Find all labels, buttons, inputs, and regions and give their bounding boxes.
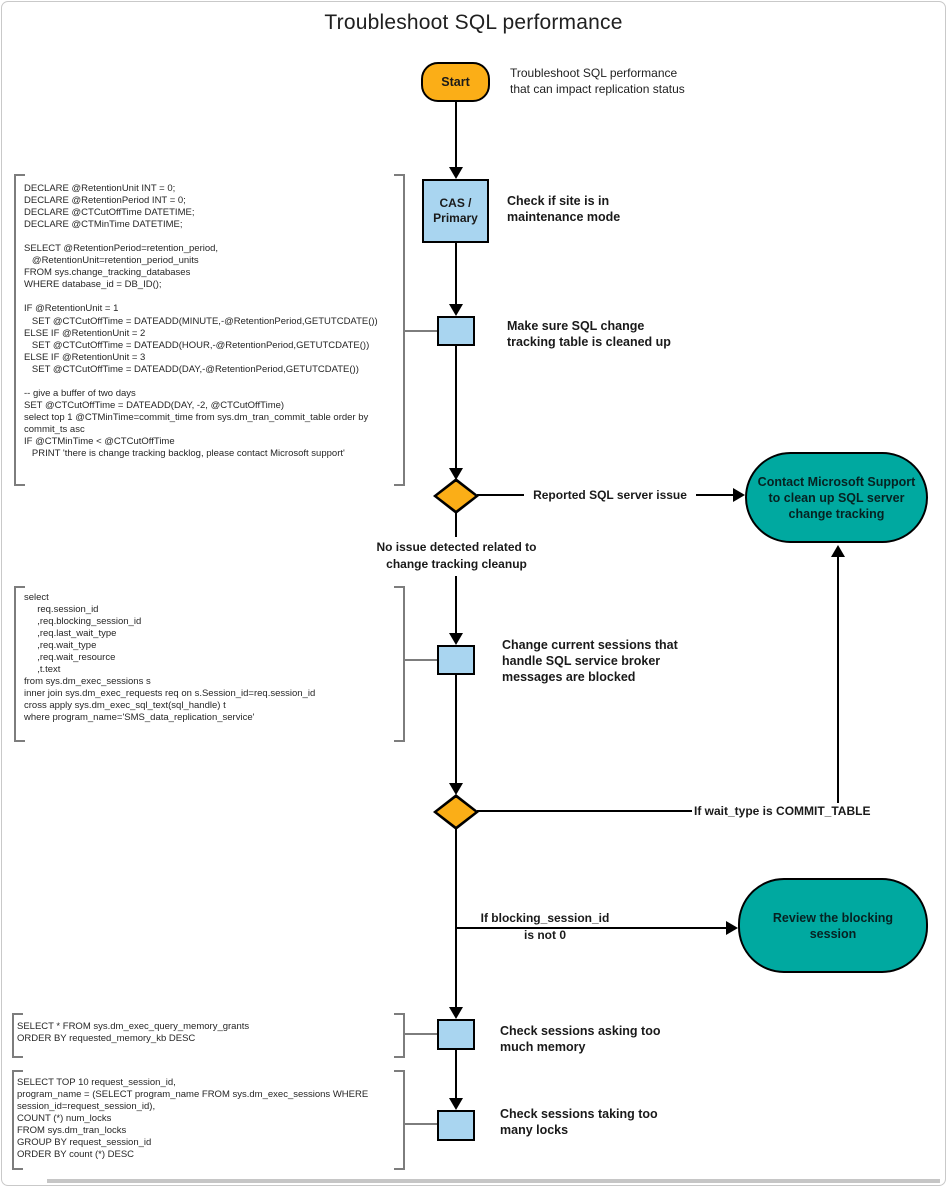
arrowhead-decision2-to-memory — [449, 1007, 463, 1019]
sql-code-memory-grants: SELECT * FROM sys.dm_exec_query_memory_g… — [17, 1021, 250, 1045]
cas-primary-node: CAS / Primary — [422, 179, 489, 243]
start-annotation: Troubleshoot SQL performance that can im… — [510, 66, 685, 96]
locks-task-node — [437, 1110, 475, 1141]
line-blocking-branch — [456, 926, 726, 930]
bracket-right-broker-sessions — [394, 586, 405, 742]
sql-code-change-tracking: DECLARE @RetentionUnit INT = 0; DECLARE … — [24, 183, 378, 460]
contact-support-node: Contact Microsoft Support to clean up SQ… — [745, 452, 928, 543]
connector-lock-counts-code — [405, 1123, 437, 1125]
contact-support-label: Contact Microsoft Support to clean up SQ… — [757, 474, 916, 521]
cleanup-task-node — [437, 316, 475, 346]
line-cleanup-to-decision — [454, 346, 457, 468]
line-start-to-cas — [454, 102, 457, 167]
bracket-right-change-tracking — [394, 174, 405, 486]
arrowhead-reported-issue — [733, 488, 745, 502]
connector-change-tracking-code — [405, 330, 437, 332]
bracket-left-broker-sessions — [14, 586, 25, 742]
connector-broker-sessions-code — [405, 659, 437, 661]
arrowhead-noissue-to-broker — [449, 633, 463, 645]
arrowhead-blocking-branch — [726, 921, 738, 935]
sql-code-broker-sessions: select req.session_id ,req.blocking_sess… — [24, 592, 316, 724]
arrowhead-cleanup-to-decision — [449, 468, 463, 480]
decision-diamond-cleanup — [433, 478, 479, 514]
broker-sessions-annotation: Change current sessions that handle SQL … — [502, 638, 678, 684]
connector-memory-grants-code — [405, 1033, 437, 1035]
bracket-right-memory-grants — [394, 1013, 405, 1058]
line-decision2-to-memory — [454, 828, 457, 1007]
bracket-right-lock-counts — [394, 1070, 405, 1170]
locks-annotation: Check sessions taking too many locks — [500, 1107, 658, 1137]
bracket-left-change-tracking — [14, 174, 25, 486]
arrowhead-memory-to-locks — [449, 1098, 463, 1110]
start-node: Start — [421, 62, 490, 102]
arrowhead-wait-type-up — [831, 545, 845, 557]
memory-task-node — [437, 1019, 475, 1050]
memory-annotation: Check sessions asking too much memory — [500, 1024, 661, 1054]
arrowhead-start-to-cas — [449, 167, 463, 179]
edge-label-no-issue: No issue detected related to change trac… — [346, 539, 567, 572]
bracket-left-lock-counts — [12, 1070, 23, 1170]
edge-label-blocking-session: If blocking_session_id is not 0 — [480, 911, 610, 942]
line-noissue-to-broker — [454, 576, 457, 633]
cleanup-annotation: Make sure SQL change tracking table is c… — [507, 319, 671, 349]
bracket-left-memory-grants — [12, 1013, 23, 1058]
line-broker-to-decision2 — [454, 675, 457, 783]
arrowhead-broker-to-decision2 — [449, 783, 463, 795]
cas-primary-label: CAS / Primary — [433, 196, 478, 225]
review-blocking-label: Review the blocking session — [772, 910, 894, 941]
arrowhead-cas-to-cleanup — [449, 304, 463, 316]
edge-label-reported-issue: Reported SQL server issue — [524, 487, 696, 504]
line-memory-to-locks — [454, 1050, 457, 1098]
start-node-label: Start — [441, 75, 470, 89]
bottom-divider — [47, 1179, 940, 1183]
review-blocking-node: Review the blocking session — [738, 878, 928, 973]
line-wait-type-up — [836, 557, 840, 803]
line-decision-to-noissue — [454, 512, 457, 537]
line-wait-type — [477, 809, 692, 813]
sql-code-lock-counts: SELECT TOP 10 request_session_id, progra… — [17, 1077, 369, 1161]
cas-annotation: Check if site is in maintenance mode — [507, 194, 621, 224]
decision-diamond-wait-type — [433, 794, 479, 830]
line-cas-to-cleanup — [454, 243, 457, 304]
broker-sessions-task-node — [437, 645, 475, 675]
edge-label-wait-type: If wait_type is COMMIT_TABLE — [694, 804, 871, 818]
page-title: Troubleshoot SQL performance — [324, 11, 623, 34]
